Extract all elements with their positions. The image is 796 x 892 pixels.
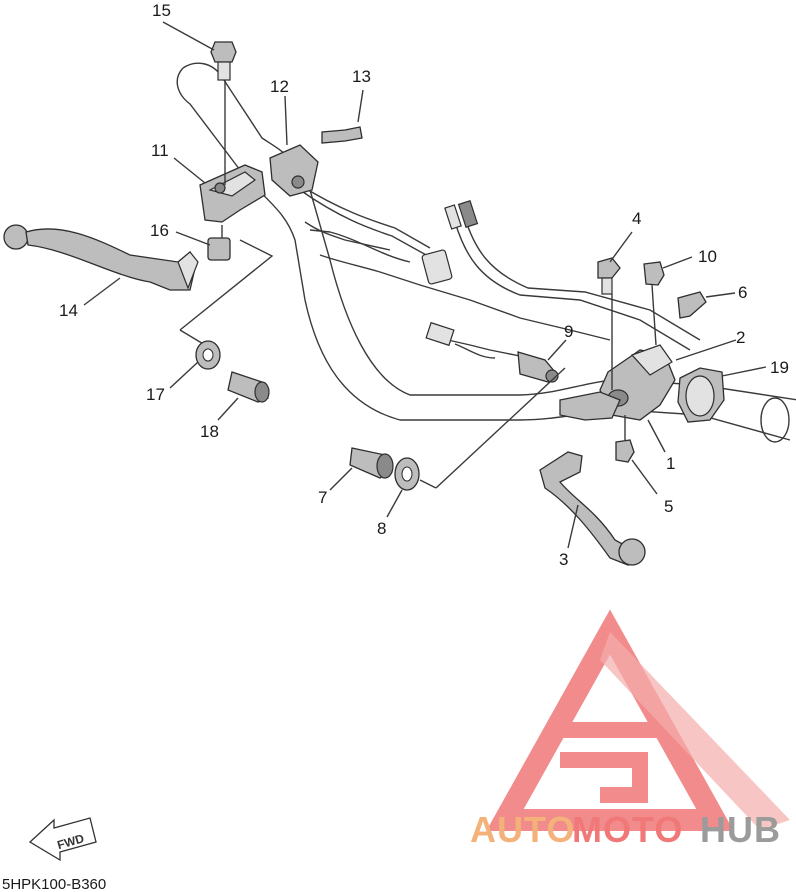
- label-11: 11: [151, 141, 169, 160]
- watermark-logo: [486, 609, 790, 831]
- left-small-parts: [179, 239, 274, 403]
- right-lever: [539, 451, 646, 566]
- lower-small-parts: [349, 367, 566, 491]
- label-16: 16: [150, 221, 169, 240]
- label-14: 14: [59, 301, 78, 320]
- label-12: 12: [270, 77, 289, 96]
- watermark-text: AUTO MOTO HUB: [470, 809, 781, 850]
- left-lever: [3, 224, 199, 291]
- watermark-word-moto: MOTO: [572, 809, 683, 850]
- fwd-arrow-icon: FWD: [28, 817, 97, 862]
- label-18: 18: [200, 422, 219, 441]
- label-15: 15: [152, 1, 171, 20]
- left-holder-assembly: [199, 41, 363, 261]
- right-holder-assembly: [559, 257, 725, 463]
- label-17: 17: [146, 385, 165, 404]
- wires: [299, 184, 701, 359]
- label-13: 13: [352, 67, 371, 86]
- label-9: 9: [564, 322, 573, 341]
- part-labels: 15 12 13 11 16 14 17 18 4 10 6 2 19 9 1 …: [59, 1, 789, 569]
- label-7: 7: [318, 488, 327, 507]
- label-6: 6: [738, 283, 747, 302]
- label-8: 8: [377, 519, 386, 538]
- label-3: 3: [559, 550, 568, 569]
- watermark-word-auto: AUTO: [470, 809, 575, 850]
- label-4: 4: [632, 209, 641, 228]
- label-5: 5: [664, 497, 673, 516]
- cable-adjuster: [517, 351, 559, 383]
- diagram-code: 5HPK100-B360: [2, 876, 106, 892]
- leader-lines: [83, 21, 767, 549]
- label-1: 1: [666, 454, 675, 473]
- watermark-word-hub: HUB: [700, 809, 781, 850]
- label-2: 2: [736, 328, 745, 347]
- label-10: 10: [698, 247, 717, 266]
- label-19: 19: [770, 358, 789, 377]
